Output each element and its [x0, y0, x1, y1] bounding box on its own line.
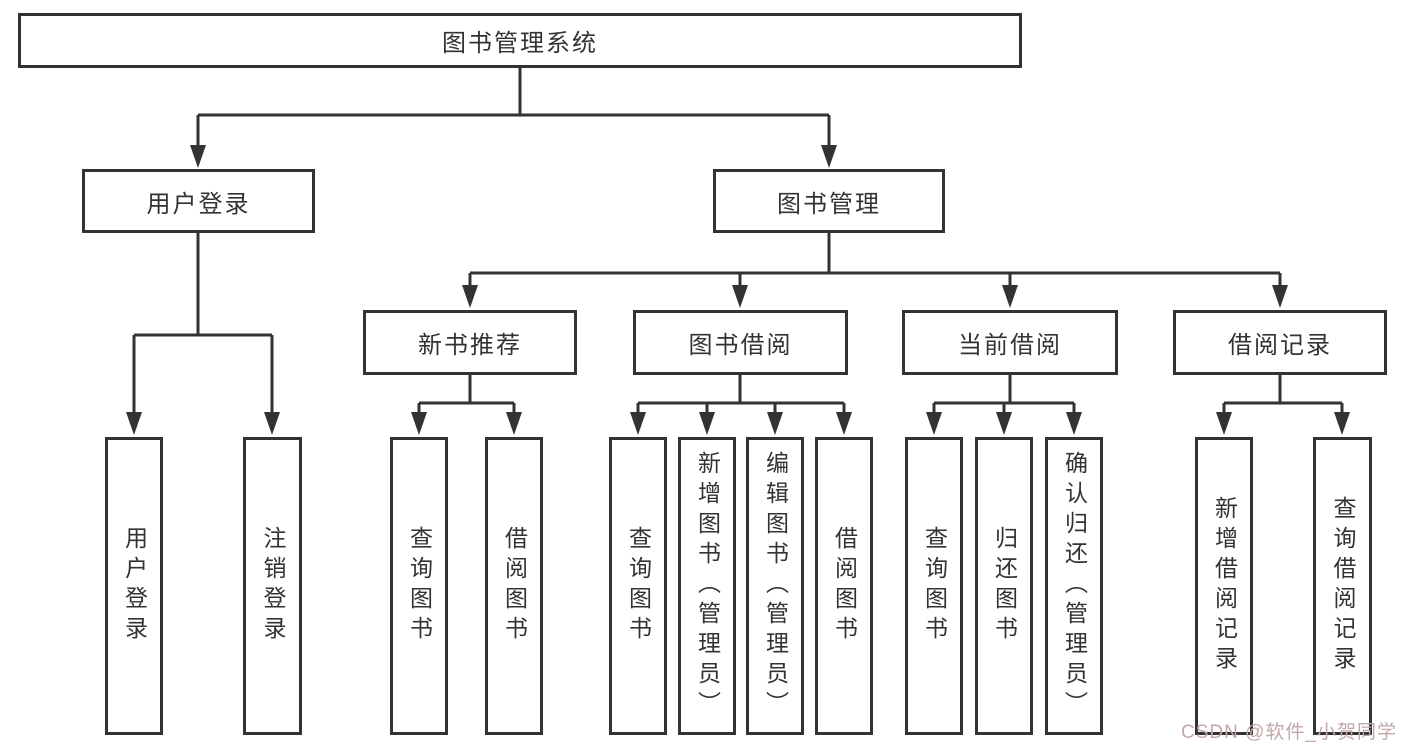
node-library-management-system: 图书管理系统 [18, 13, 1022, 68]
leaf-logout: 注销登录 [243, 437, 302, 735]
leaf-borrow-books-2: 借阅图书 [815, 437, 873, 735]
node-new-book-recommend: 新书推荐 [363, 310, 577, 375]
leaf-user-login: 用户登录 [105, 437, 163, 735]
leaf-edit-books-admin: 编辑图书（管理员） [746, 437, 804, 735]
watermark: CSDN @软件_小贺同学 [1181, 722, 1397, 743]
node-user-login: 用户登录 [82, 169, 315, 233]
leaf-add-books-admin: 新增图书（管理员） [678, 437, 736, 735]
node-book-borrow: 图书借阅 [633, 310, 848, 375]
leaf-query-borrow-record: 查询借阅记录 [1313, 437, 1372, 735]
node-book-management: 图书管理 [713, 169, 945, 233]
leaf-return-books: 归还图书 [975, 437, 1033, 735]
leaf-borrow-books-1: 借阅图书 [485, 437, 543, 735]
leaf-query-books-1: 查询图书 [390, 437, 448, 735]
node-borrow-records: 借阅记录 [1173, 310, 1387, 375]
node-current-borrow: 当前借阅 [902, 310, 1118, 375]
leaf-add-borrow-record: 新增借阅记录 [1195, 437, 1253, 735]
leaf-query-books-2: 查询图书 [609, 437, 667, 735]
leaf-confirm-return-admin: 确认归还（管理员） [1045, 437, 1103, 735]
leaf-query-books-3: 查询图书 [905, 437, 963, 735]
